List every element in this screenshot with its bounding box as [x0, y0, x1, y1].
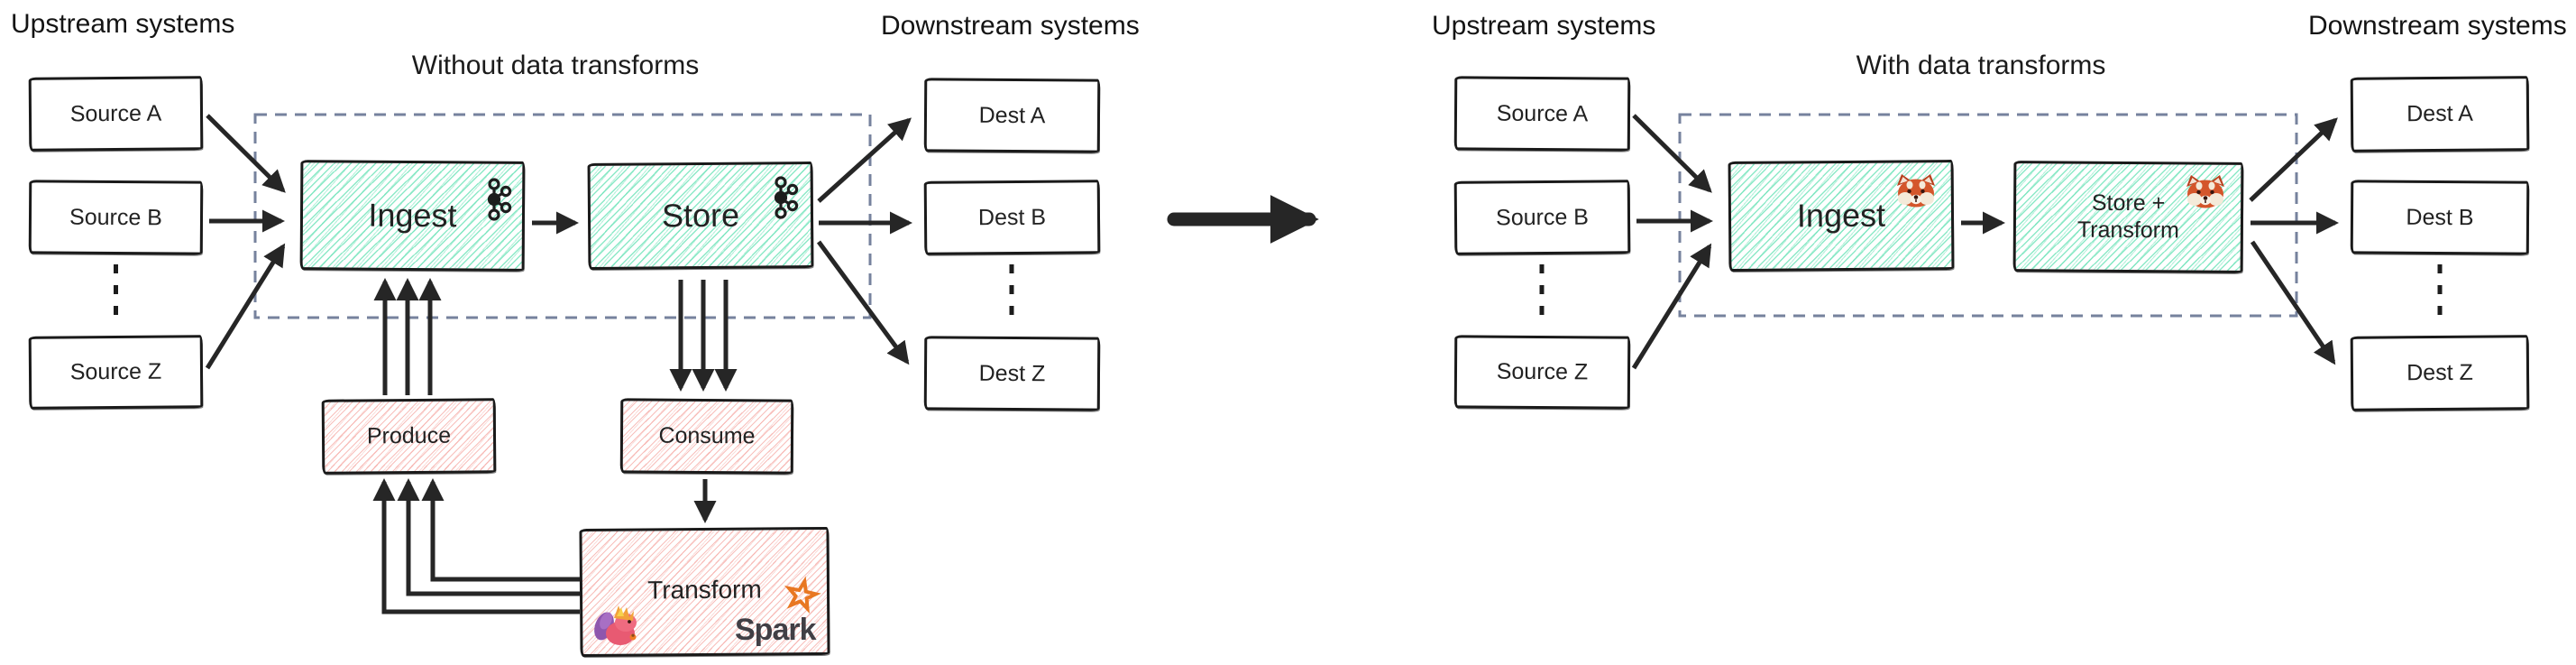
ellipsis-connectors	[114, 264, 2443, 327]
dest-a-label-left: Dest A	[978, 102, 1046, 128]
right-diagram-title: With data transforms	[1856, 51, 2106, 80]
arrow-transform-produce-2	[397, 477, 580, 596]
left-diagram-title: Without data transforms	[411, 51, 700, 80]
dest-b-label-right: Dest B	[2406, 204, 2474, 230]
arrow-sourceA-ingest-right	[1632, 114, 1712, 193]
dest-z-box-right: Dest Z	[2350, 335, 2530, 411]
arrow-store-destZ-left	[816, 240, 910, 365]
dest-z-label-right: Dest Z	[2406, 359, 2473, 386]
source-a-box-left: Source A	[28, 76, 204, 152]
dest-b-box-left: Dest B	[923, 180, 1101, 255]
store-transform-box-right: Store + Transform	[2012, 161, 2244, 273]
arrow-transform-produce-1	[421, 477, 580, 582]
dest-z-label-left: Dest Z	[978, 360, 1046, 386]
source-b-label-right: Source B	[1495, 204, 1590, 230]
produce-box: Produce	[321, 398, 497, 475]
store-box-left: Store	[587, 162, 814, 270]
right-downstream-header: Downstream systems	[2308, 11, 2567, 41]
source-a-label-left: Source A	[69, 100, 162, 126]
store-transform-line1: Store +	[2091, 189, 2166, 217]
dest-z-box-left: Dest Z	[923, 336, 1101, 411]
dest-b-label-left: Dest B	[977, 204, 1047, 230]
consume-label: Consume	[658, 422, 756, 449]
spark-logo-text: Spark	[735, 613, 816, 647]
source-b-box-left: Source B	[28, 180, 204, 255]
arrow-sourceA-ingest-left	[206, 114, 286, 193]
produce-label: Produce	[366, 422, 452, 449]
transform-label: Transform	[647, 575, 762, 605]
ingest-label-left: Ingest	[368, 196, 457, 235]
ingest-box-right: Ingest	[1728, 160, 1955, 272]
dest-b-box-right: Dest B	[2350, 180, 2530, 255]
left-upstream-header: Upstream systems	[11, 9, 235, 39]
ingest-box-left: Ingest	[299, 160, 526, 272]
source-z-label-right: Source Z	[1496, 358, 1589, 385]
right-upstream-header: Upstream systems	[1432, 11, 1656, 41]
store-transform-line2: Transform	[2076, 217, 2179, 243]
dest-a-box-right: Dest A	[2350, 76, 2530, 152]
arrow-storetransform-destZ	[2250, 240, 2336, 365]
source-z-box-right: Source Z	[1453, 335, 1631, 410]
arrow-transform-produce-3	[372, 477, 580, 614]
arrow-sourceZ-ingest-left	[205, 243, 286, 370]
source-a-box-right: Source A	[1453, 76, 1631, 152]
store-label-left: Store	[661, 196, 740, 235]
ingest-label-right: Ingest	[1796, 196, 1886, 235]
store-transform-label: Store + Transform	[2077, 190, 2179, 245]
arrow-store-destA-left	[817, 117, 912, 203]
source-z-box-left: Source Z	[28, 335, 204, 410]
arrow-sourceZ-ingest-right	[1631, 243, 1712, 370]
arrow-storetransform-destA	[2249, 117, 2338, 202]
source-b-box-right: Source B	[1453, 180, 1631, 255]
source-a-label-right: Source A	[1496, 100, 1589, 126]
source-b-label-left: Source B	[69, 204, 163, 230]
source-z-label-left: Source Z	[69, 358, 162, 385]
consume-box: Consume	[619, 398, 794, 475]
dest-a-box-left: Dest A	[923, 78, 1101, 153]
left-downstream-header: Downstream systems	[881, 11, 1140, 41]
dest-a-label-right: Dest A	[2406, 100, 2473, 127]
